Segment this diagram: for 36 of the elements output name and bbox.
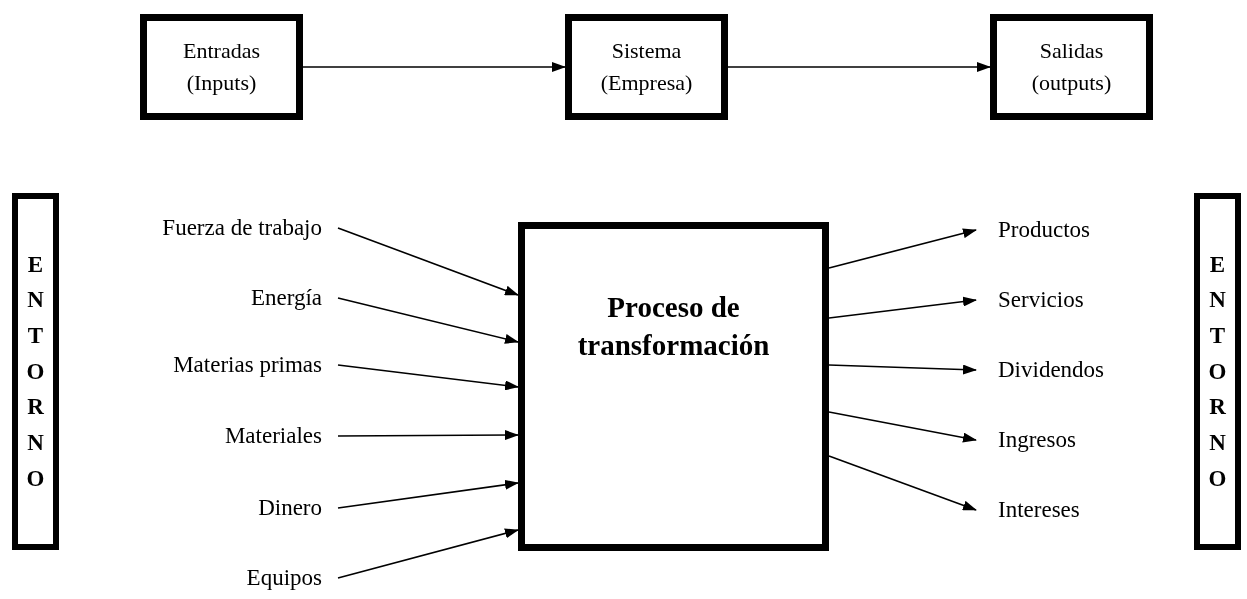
output-label: Productos <box>998 215 1090 244</box>
input-label: Equipos <box>246 563 322 592</box>
arrow <box>337 528 519 579</box>
input-label: Materias primas <box>173 350 322 379</box>
box-label: Salidas (outputs) <box>1030 37 1113 97</box>
arrow <box>337 297 519 344</box>
output-label: Intereses <box>998 495 1080 524</box>
box-label: Entradas (Inputs) <box>182 37 261 97</box>
input-label: Energía <box>250 283 322 312</box>
environment-box <box>1194 193 1241 550</box>
box-label: Sistema (Empresa) <box>599 37 694 97</box>
arrow <box>828 296 977 319</box>
arrow <box>302 62 566 72</box>
output-label: Ingresos <box>998 425 1076 454</box>
vertical-label: ENTORNO <box>25 250 46 493</box>
output-label: Dividendos <box>998 355 1105 384</box>
input-label: Materiales <box>224 421 322 450</box>
arrow <box>828 411 977 443</box>
process-box <box>140 14 303 120</box>
process-box <box>565 14 728 120</box>
arrow <box>337 479 519 509</box>
output-label: Servicios <box>998 285 1084 314</box>
arrow <box>337 430 519 441</box>
arrow <box>337 364 519 391</box>
environment-box <box>12 193 59 550</box>
arrow <box>828 364 977 375</box>
process-box <box>990 14 1153 120</box>
arrow <box>727 62 991 72</box>
box-title: Proceso de transformación <box>576 290 771 363</box>
process-box <box>518 222 829 551</box>
arrow <box>828 455 977 511</box>
input-label: Fuerza de trabajo <box>162 213 322 242</box>
arrow <box>337 227 519 296</box>
vertical-label: ENTORNO <box>1207 250 1228 493</box>
arrow <box>828 228 977 269</box>
input-label: Dinero <box>258 493 322 522</box>
